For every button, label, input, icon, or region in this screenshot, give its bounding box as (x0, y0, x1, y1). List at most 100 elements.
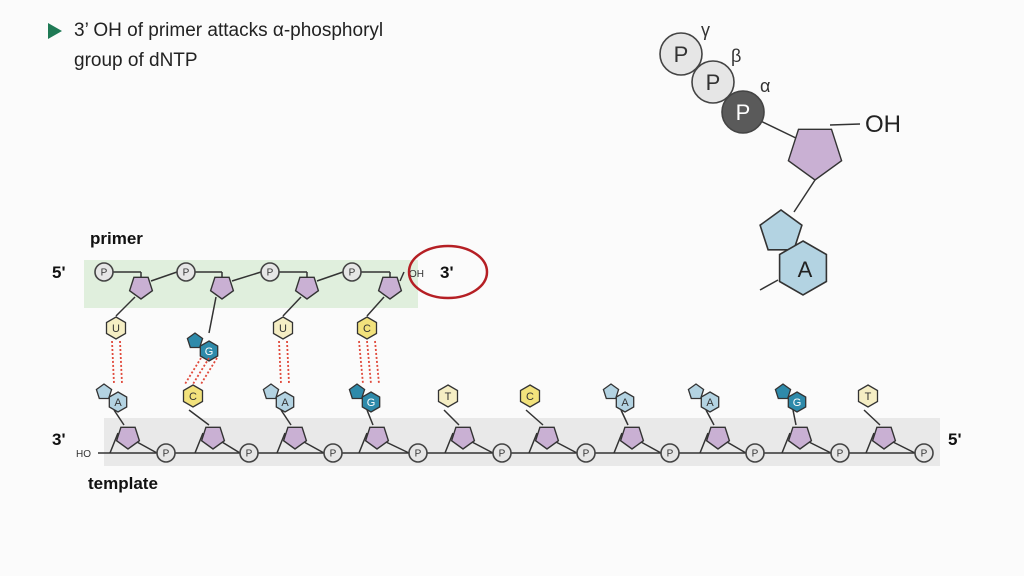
primer-phosphate-3 (342, 262, 362, 282)
template-sugar-5 (534, 426, 560, 450)
h-bond-1-2 (200, 357, 218, 385)
h-bond-3-0 (358, 340, 364, 385)
template-base-5-letter: C (526, 391, 534, 403)
primer-glyco-1 (208, 296, 217, 334)
template-phosphate-0 (156, 443, 176, 463)
template-sugar-1 (200, 426, 226, 450)
template-base-6-letter: A (621, 397, 629, 409)
template-base-0-letter: A (114, 397, 122, 409)
template-link-b-3 (385, 441, 410, 454)
beta-label: β (731, 46, 741, 66)
template-sugar-8 (787, 426, 813, 450)
h-bond-0-1 (119, 340, 123, 385)
template-phosphate-2-label: P (330, 449, 337, 460)
template-glyco-8 (792, 409, 797, 426)
template-sugar-6 (619, 426, 645, 450)
template-link-b-4 (471, 441, 494, 454)
gamma-label: γ (701, 20, 710, 40)
template-phosphate-5-label: P (583, 449, 590, 460)
template-phosphate-1-label: P (246, 449, 253, 460)
template-phosphate-6-label: P (667, 449, 674, 460)
bullet-arrow-icon (48, 23, 62, 39)
template-base-5-ring (519, 384, 541, 408)
highlight-3prime-circle (407, 244, 489, 300)
template-link-a-2 (276, 432, 286, 454)
template-phosphate-4-label: P (499, 449, 506, 460)
primer-sugar-2 (294, 276, 320, 300)
alpha-phosphate (721, 90, 765, 134)
gamma-phosphate-label: P (674, 42, 689, 67)
primer-base-0-ring (105, 316, 127, 340)
template-glyco-9 (863, 409, 881, 426)
template-link-a-8 (781, 432, 791, 454)
template-link-b-1 (221, 441, 241, 454)
primer-glyco-0 (115, 296, 136, 317)
template-glyco-3 (366, 409, 374, 426)
template-glyco-6 (620, 409, 629, 426)
primer-link-b-1 (231, 271, 262, 282)
template-link-b-9 (892, 441, 916, 454)
template-link-b-7 (726, 441, 747, 454)
template-sugar-4 (450, 426, 476, 450)
template-phosphate-2 (323, 443, 343, 463)
primer-phosphate-1 (176, 262, 196, 282)
template-sugar-9 (871, 426, 897, 450)
dntp-base-substituent (759, 279, 779, 291)
primer-phosphate-0-label: P (101, 268, 108, 279)
primer-sugar-3 (377, 276, 403, 300)
primer-base-3-letter: C (363, 323, 371, 335)
template-3prime-ho: HO (76, 449, 91, 460)
template-base-1-letter: C (189, 391, 197, 403)
template-base-8-letter: G (793, 397, 802, 409)
template-glyco-2 (280, 409, 292, 426)
template-link-b-2 (303, 441, 325, 454)
template-base-3-letter: G (367, 397, 376, 409)
primer-phosphate-0 (94, 262, 114, 282)
template-phosphate-8-label: P (837, 449, 844, 460)
template-glyco-0 (113, 409, 125, 426)
h-bond-3-1 (366, 340, 372, 385)
primer-link-b-0 (150, 271, 178, 282)
template-base-9-ring (857, 384, 879, 408)
template-base-9-letter: T (865, 391, 872, 403)
template-link-a-1 (194, 432, 204, 454)
template-phosphate-9 (914, 443, 934, 463)
primer-base-1-letter: G (205, 346, 214, 358)
h-bond-2-1 (286, 340, 290, 385)
primer-sugar-1 (209, 276, 235, 300)
template-link-a-6 (613, 432, 623, 454)
template-base-1-ring (182, 384, 204, 408)
primer-base-1-ring5 (186, 332, 204, 349)
primer-link-b-2 (316, 271, 344, 282)
template-band (104, 418, 940, 466)
template-base-6-ring5 (602, 383, 620, 400)
beta-phosphate (691, 60, 735, 104)
dntp-base-letter: A (798, 257, 813, 282)
template-3prime-label: 3' (52, 430, 66, 449)
template-phosphate-0-label: P (163, 449, 170, 460)
primer-base-0-letter: U (112, 323, 120, 335)
h-bond-1-1 (192, 357, 210, 385)
template-base-7-letter: A (706, 397, 714, 409)
template-glyco-5 (525, 409, 544, 426)
template-base-3-ring5 (348, 383, 366, 400)
template-phosphate-5 (576, 443, 596, 463)
template-sugar-7 (705, 426, 731, 450)
dntp-oh: OH (865, 111, 901, 138)
template-link-a-0 (109, 432, 119, 454)
template-glyco-4 (443, 409, 460, 426)
template-phosphate-3-label: P (415, 449, 422, 460)
primer-3prime-label: 3' (440, 263, 454, 282)
primer-phosphate-3-label: P (349, 268, 356, 279)
primer-5prime-label: 5' (52, 263, 66, 282)
template-link-a-9 (865, 432, 875, 454)
template-phosphate-7 (745, 443, 765, 463)
dntp-base-ring6 (778, 240, 828, 296)
primer-glyco-3 (366, 296, 385, 317)
template-phosphate-1 (239, 443, 259, 463)
template-link-b-6 (640, 441, 662, 454)
template-link-a-7 (699, 432, 709, 454)
template-base-8-ring5 (774, 383, 792, 400)
alpha-phosphate-label: P (736, 100, 751, 125)
